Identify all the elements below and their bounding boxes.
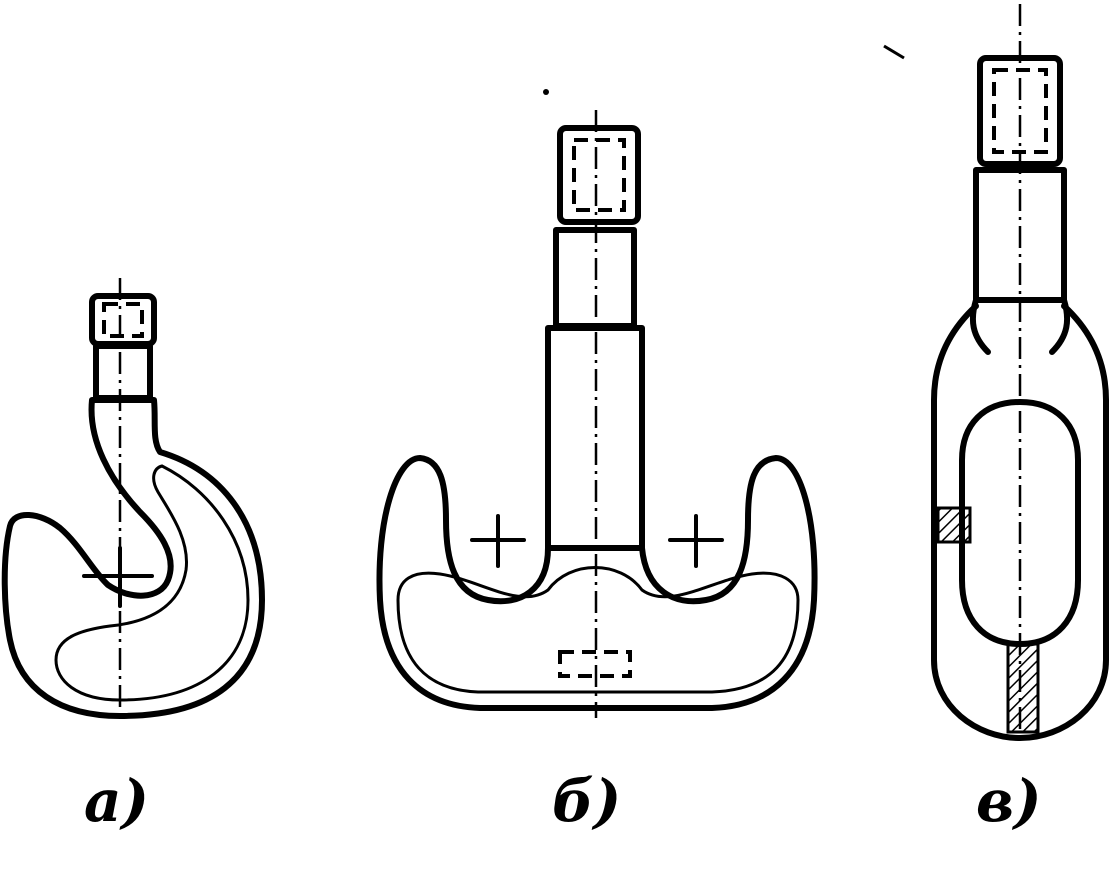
double-hook-drawing: [376, 110, 818, 718]
ring-link-drawing: [931, 4, 1109, 741]
ring-link-section-bottom: [1006, 642, 1040, 734]
caption-b: б): [552, 767, 622, 835]
ring-link-section-side: [936, 506, 972, 544]
double-hook-threaded-end: [557, 125, 641, 225]
caption-a: а): [84, 767, 150, 835]
single-hook-body: [1, 397, 265, 719]
single-hook-drawing: [1, 278, 265, 722]
single-hook-collar: [93, 343, 153, 401]
caption-c: в): [976, 767, 1042, 835]
